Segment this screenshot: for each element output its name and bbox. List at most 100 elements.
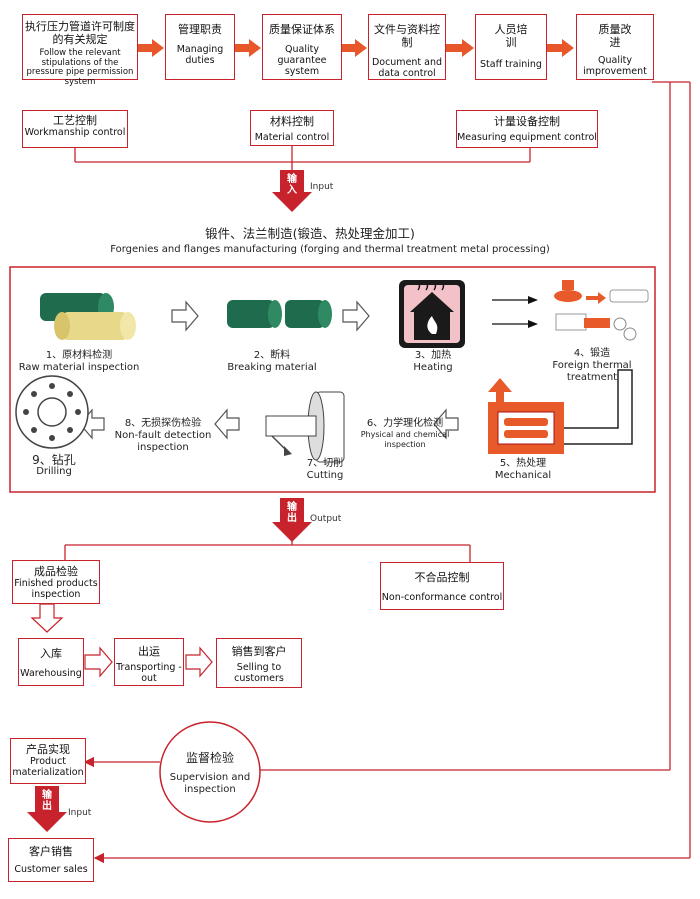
cutting-illustration	[265, 391, 345, 463]
step-4-label: 4、锻造 Foreign thermal treatment	[530, 348, 654, 384]
step-2-zh: 2、断料	[253, 350, 291, 361]
step-2-label: 2、断料 Breaking material	[212, 350, 332, 374]
step-1-zh: 1、原材料检测	[45, 350, 113, 361]
input-arrow-en: Input	[310, 182, 334, 192]
output-arrow-en: Output	[310, 514, 342, 524]
step-6-label: 6、力学理化检测 Physical and chemical inspectio…	[340, 418, 470, 450]
step-2-en: Breaking material	[227, 362, 317, 373]
nonconformance-en: Non-conformance control	[381, 592, 503, 603]
top-box-improvement: 质量改进 Quality improvement	[576, 14, 654, 80]
selling-box: 销售到客户 Selling to customers	[216, 638, 302, 688]
finished-inspection-box: 成品检验 Finished products inspection	[12, 560, 100, 604]
step-5-label: 5、热处理 Mechanical	[468, 458, 578, 482]
step-7-zh: 7、切削	[306, 458, 344, 469]
step-8-label: 8、无损探伤检验 Non-fault detection inspection	[108, 418, 218, 454]
top-box-regulations-zh: 执行压力管道许可制度的有关规定	[25, 20, 135, 46]
breaking-material-illustration	[227, 300, 332, 328]
supervision-circle	[159, 721, 261, 823]
raw-material-illustration	[40, 293, 136, 340]
nonconformance-zh: 不合品控制	[414, 571, 470, 584]
supervision-en: Supervision and inspection	[169, 772, 251, 795]
step-9-zh: 9、钻孔	[32, 453, 76, 467]
top-box-improvement-zh: 质量改进	[598, 23, 632, 49]
step-5-en: Mechanical	[494, 470, 552, 481]
control-measuring-en: Measuring equipment control	[457, 132, 597, 143]
step-4-zh: 4、锻造	[573, 348, 611, 359]
heating-illustration	[399, 280, 465, 348]
top-box-staff: 人员培训 Staff training	[475, 14, 547, 80]
warehousing-zh: 入库	[40, 647, 62, 660]
control-workmanship-zh: 工艺控制	[53, 114, 97, 127]
manufacturing-title-en: Forgenies and flanges manufacturing (for…	[110, 244, 550, 255]
customer-sales-en: Customer sales	[14, 864, 88, 875]
control-workmanship-en: Workmanship control	[24, 127, 126, 138]
customer-sales-zh: 客户销售	[29, 845, 73, 858]
control-measuring-zh: 计量设备控制	[494, 115, 560, 128]
step-4-en: Foreign thermal treatment	[552, 360, 632, 383]
step-3-en: Heating	[413, 362, 453, 373]
top-box-managing-en: Managing duties	[176, 44, 224, 66]
top-box-quality-assurance-en: Quality guarantee system	[277, 44, 327, 77]
transporting-zh: 出运	[138, 645, 160, 658]
forging-illustration	[554, 280, 649, 341]
step-9-label: 9、钻孔 Drilling	[14, 454, 94, 478]
bottom-arrow-shape	[27, 786, 67, 832]
nonconformance-box: 不合品控制 Non-conformance control	[380, 562, 504, 610]
top-box-document-en: Document and data control	[371, 57, 443, 79]
output-arrow-zh: 输出	[287, 502, 297, 524]
step-8-zh: 8、无损探伤检验	[124, 418, 202, 429]
step-3-label: 3、加热 Heating	[388, 350, 478, 374]
control-workmanship: 工艺控制 Workmanship control	[22, 110, 128, 148]
top-box-quality-assurance-zh: 质量保证体系	[269, 23, 335, 36]
finished-inspection-zh: 成品检验	[34, 565, 78, 578]
top-box-regulations: 执行压力管道许可制度的有关规定 Follow the relevant stip…	[22, 14, 138, 86]
top-box-managing: 管理职责 Managing duties	[165, 14, 235, 80]
customer-sales-box: 客户销售 Customer sales	[8, 838, 94, 882]
step-7-en: Cutting	[306, 470, 344, 481]
control-material-zh: 材料控制	[270, 115, 314, 128]
top-box-regulations-en: Follow the relevant stipulations of the …	[26, 48, 134, 87]
top-box-improvement-en: Quality improvement	[583, 55, 647, 77]
selling-en: Selling to customers	[234, 662, 284, 684]
step-1-label: 1、原材料检测 Raw material inspection	[14, 350, 144, 374]
input-arrow-shape	[272, 170, 312, 212]
step-5-zh: 5、热处理	[499, 458, 547, 469]
warehousing-en: Warehousing	[20, 668, 82, 679]
control-material: 材料控制 Material control	[250, 110, 334, 146]
step-6-zh: 6、力学理化检测	[366, 418, 444, 429]
supervision-zh: 监督检验	[185, 751, 234, 765]
transporting-en: Transporting -out	[116, 662, 182, 684]
drilling-illustration	[15, 375, 89, 449]
top-box-quality-assurance: 质量保证体系 Quality guarantee system	[262, 14, 342, 80]
step-1-en: Raw material inspection	[18, 362, 140, 373]
step-3-zh: 3、加热	[414, 350, 452, 361]
control-material-en: Material control	[254, 132, 330, 143]
bottom-arrow-en: Input	[68, 808, 92, 818]
top-row-arrows	[137, 39, 574, 57]
step-6-en: Physical and chemical inspection	[360, 430, 450, 449]
product-materialization-zh: 产品实现	[26, 743, 70, 756]
control-measuring: 计量设备控制 Measuring equipment control	[456, 110, 598, 148]
heat-treatment-illustration	[488, 378, 564, 454]
manufacturing-title-zh: 锻件、法兰制造(锻造、热处理金加工)	[205, 226, 415, 241]
selling-zh: 销售到客户	[231, 645, 287, 658]
output-arrow-shape	[272, 498, 312, 542]
warehousing-box: 入库 Warehousing	[18, 638, 84, 686]
step-9-en: Drilling	[36, 466, 72, 477]
step-8-en: Non-fault detection inspection	[114, 430, 212, 453]
top-box-document-zh: 文件与资料控制	[374, 23, 440, 49]
bottom-arrow-zh: 输出	[42, 790, 52, 812]
top-box-managing-zh: 管理职责	[178, 23, 222, 36]
product-materialization-en: Product materialization	[12, 756, 84, 778]
step-7-label: 7、切削 Cutting	[290, 458, 360, 482]
input-arrow-zh: 输入	[287, 174, 297, 196]
finished-inspection-en: Finished products inspection	[14, 578, 98, 600]
top-box-document: 文件与资料控制 Document and data control	[368, 14, 446, 80]
supervision-label: 监督检验 Supervision and inspection	[165, 752, 255, 796]
product-materialization-box: 产品实现 Product materialization	[10, 738, 86, 784]
top-box-staff-en: Staff training	[480, 59, 542, 70]
transporting-box: 出运 Transporting -out	[114, 638, 184, 686]
top-box-staff-zh: 人员培训	[494, 23, 528, 49]
manufacturing-frame	[9, 266, 656, 493]
